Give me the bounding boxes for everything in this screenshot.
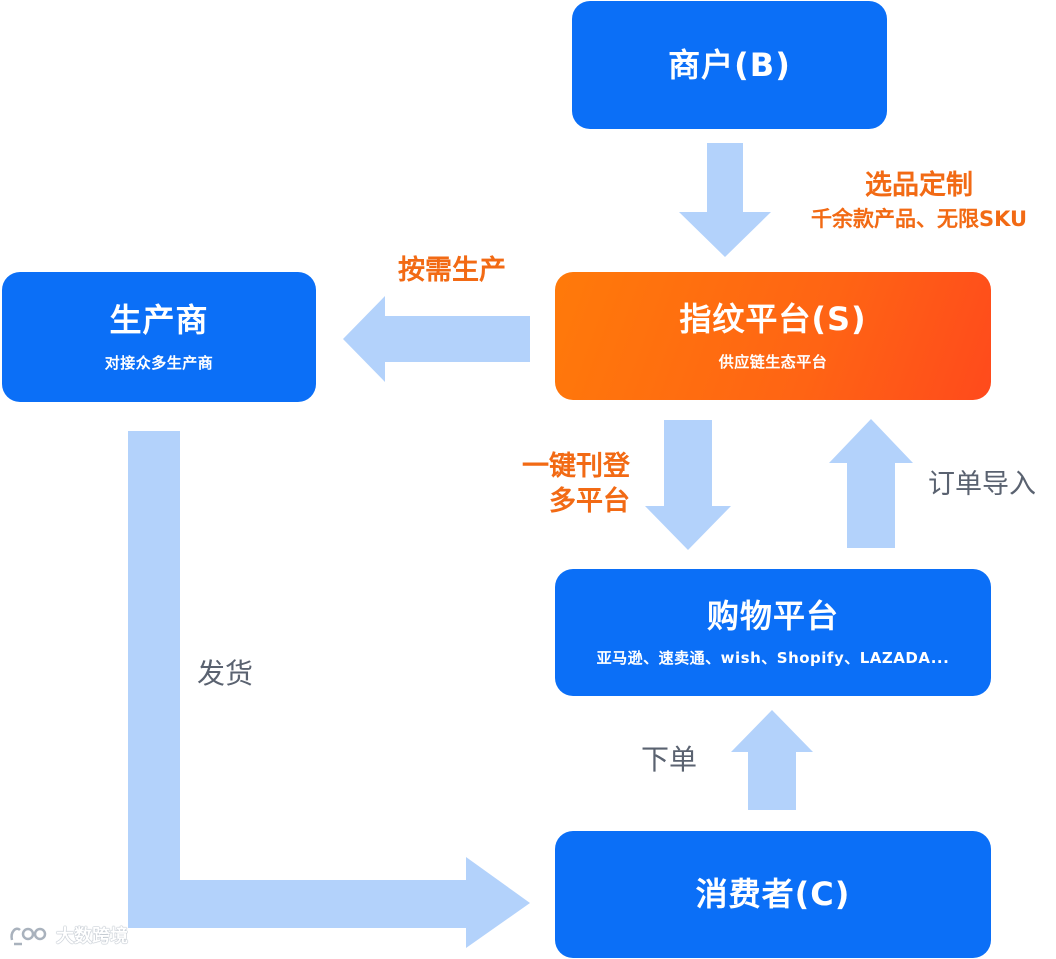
select-label-line2: 千余款产品、无限SKU <box>810 207 1028 231</box>
manufacturer-subtitle: 对接众多生产商 <box>104 353 214 372</box>
ship-label: 发货 <box>197 657 254 690</box>
watermark: 大数跨境 <box>8 922 128 948</box>
shopping-node: 购物平台 亚马逊、速卖通、wish、Shopify、LAZADA... <box>555 569 991 696</box>
order-label: 下单 <box>641 743 698 776</box>
consumer-title: 消费者(C) <box>695 875 851 914</box>
consumer-node: 消费者(C) <box>555 831 991 958</box>
arrow-merchant-to-platform <box>679 143 771 257</box>
publish-label: 一键刊登 多平台 <box>496 449 630 519</box>
platform-node: 指纹平台(S) 供应链生态平台 <box>555 272 991 400</box>
merchant-title: 商户(B) <box>668 45 791 84</box>
merchant-node: 商户(B) <box>572 1 887 129</box>
arrow-shopping-to-platform <box>829 419 913 548</box>
shopping-subtitle: 亚马逊、速卖通、wish、Shopify、LAZADA... <box>596 649 950 668</box>
manufacturer-node: 生产商 对接众多生产商 <box>2 272 316 402</box>
arrow-manufacturer-to-consumer <box>128 431 530 948</box>
publish-label-line2: 多平台 <box>549 486 630 517</box>
arrow-platform-to-manufacturer <box>343 296 530 382</box>
import-label: 订单导入 <box>928 469 1036 500</box>
arrow-platform-to-shopping <box>645 420 731 550</box>
produce-label: 按需生产 <box>398 255 506 286</box>
manufacturer-title: 生产商 <box>109 301 209 340</box>
publish-label-line1: 一键刊登 <box>522 451 630 482</box>
shopping-title: 购物平台 <box>706 596 839 635</box>
platform-subtitle: 供应链生态平台 <box>718 352 828 371</box>
watermark-text: 大数跨境 <box>56 926 128 947</box>
select-label-line1: 选品定制 <box>865 170 973 201</box>
platform-title: 指纹平台(S) <box>679 300 867 339</box>
arrow-consumer-to-shopping <box>731 710 813 810</box>
watermark-logo-icon <box>10 927 47 946</box>
select-label: 选品定制 千余款产品、无限SKU <box>787 168 1051 234</box>
